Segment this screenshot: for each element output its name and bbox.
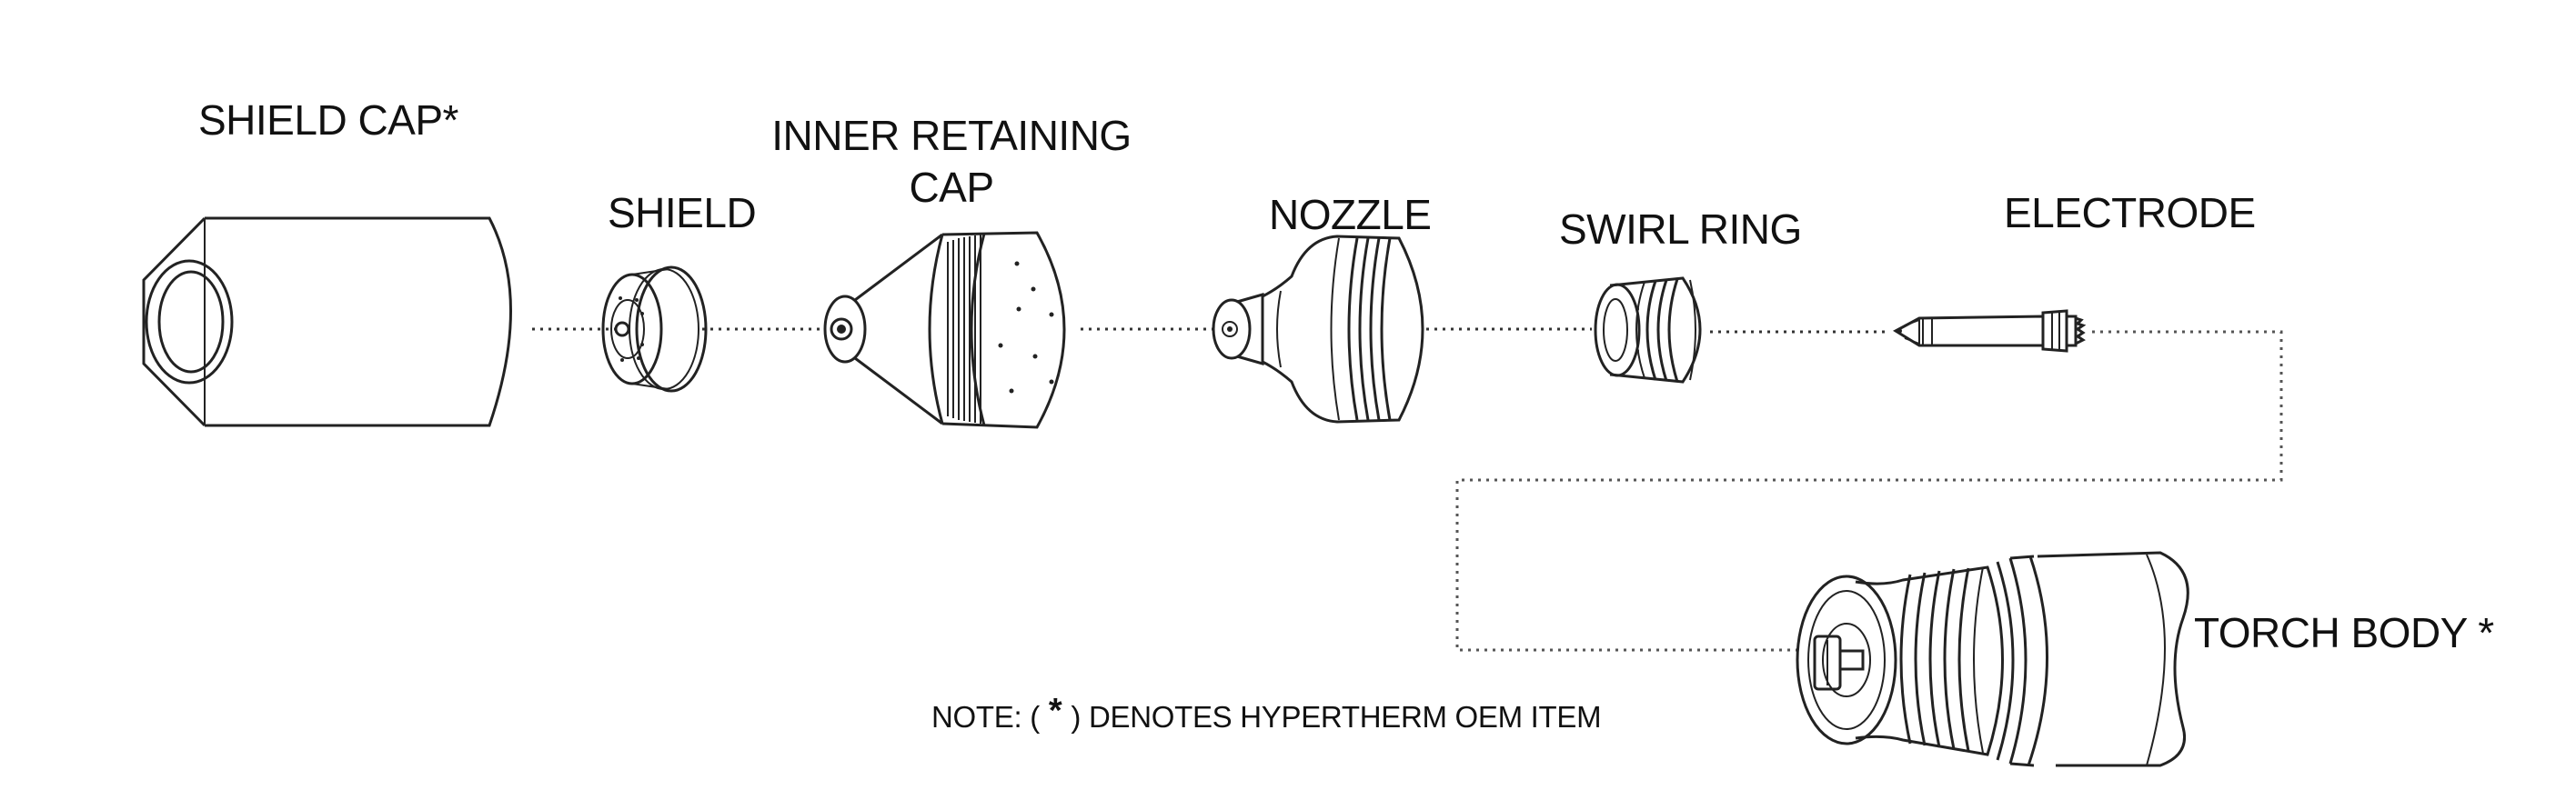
label-swirl-ring: SWIRL RING <box>1559 205 1802 253</box>
shield-part <box>601 265 708 393</box>
label-torch-body: TORCH BODY * <box>2194 609 2494 656</box>
inner-retaining-cap-part <box>823 231 1066 429</box>
label-shield: SHIELD <box>608 189 756 236</box>
nozzle-part <box>1212 235 1424 424</box>
label-electrode: ELECTRODE <box>2004 189 2256 236</box>
note-text: NOTE: (*) DENOTES HYPERTHERM OEM ITEM <box>931 692 1601 734</box>
electrode-part <box>1892 309 2087 353</box>
knurling <box>947 235 981 424</box>
swirl-ring-part <box>1594 276 1702 384</box>
connector-electrode-torchbody <box>1455 330 2283 652</box>
label-inner-retaining-cap-line1: INNER RETAINING <box>771 112 1131 159</box>
shield-cap-part <box>142 216 512 427</box>
torch-body-part <box>1796 551 2189 767</box>
label-inner-retaining-cap-line2: CAP <box>909 164 993 211</box>
label-nozzle: NOZZLE <box>1269 191 1431 238</box>
label-shield-cap: SHIELD CAP* <box>198 96 459 144</box>
